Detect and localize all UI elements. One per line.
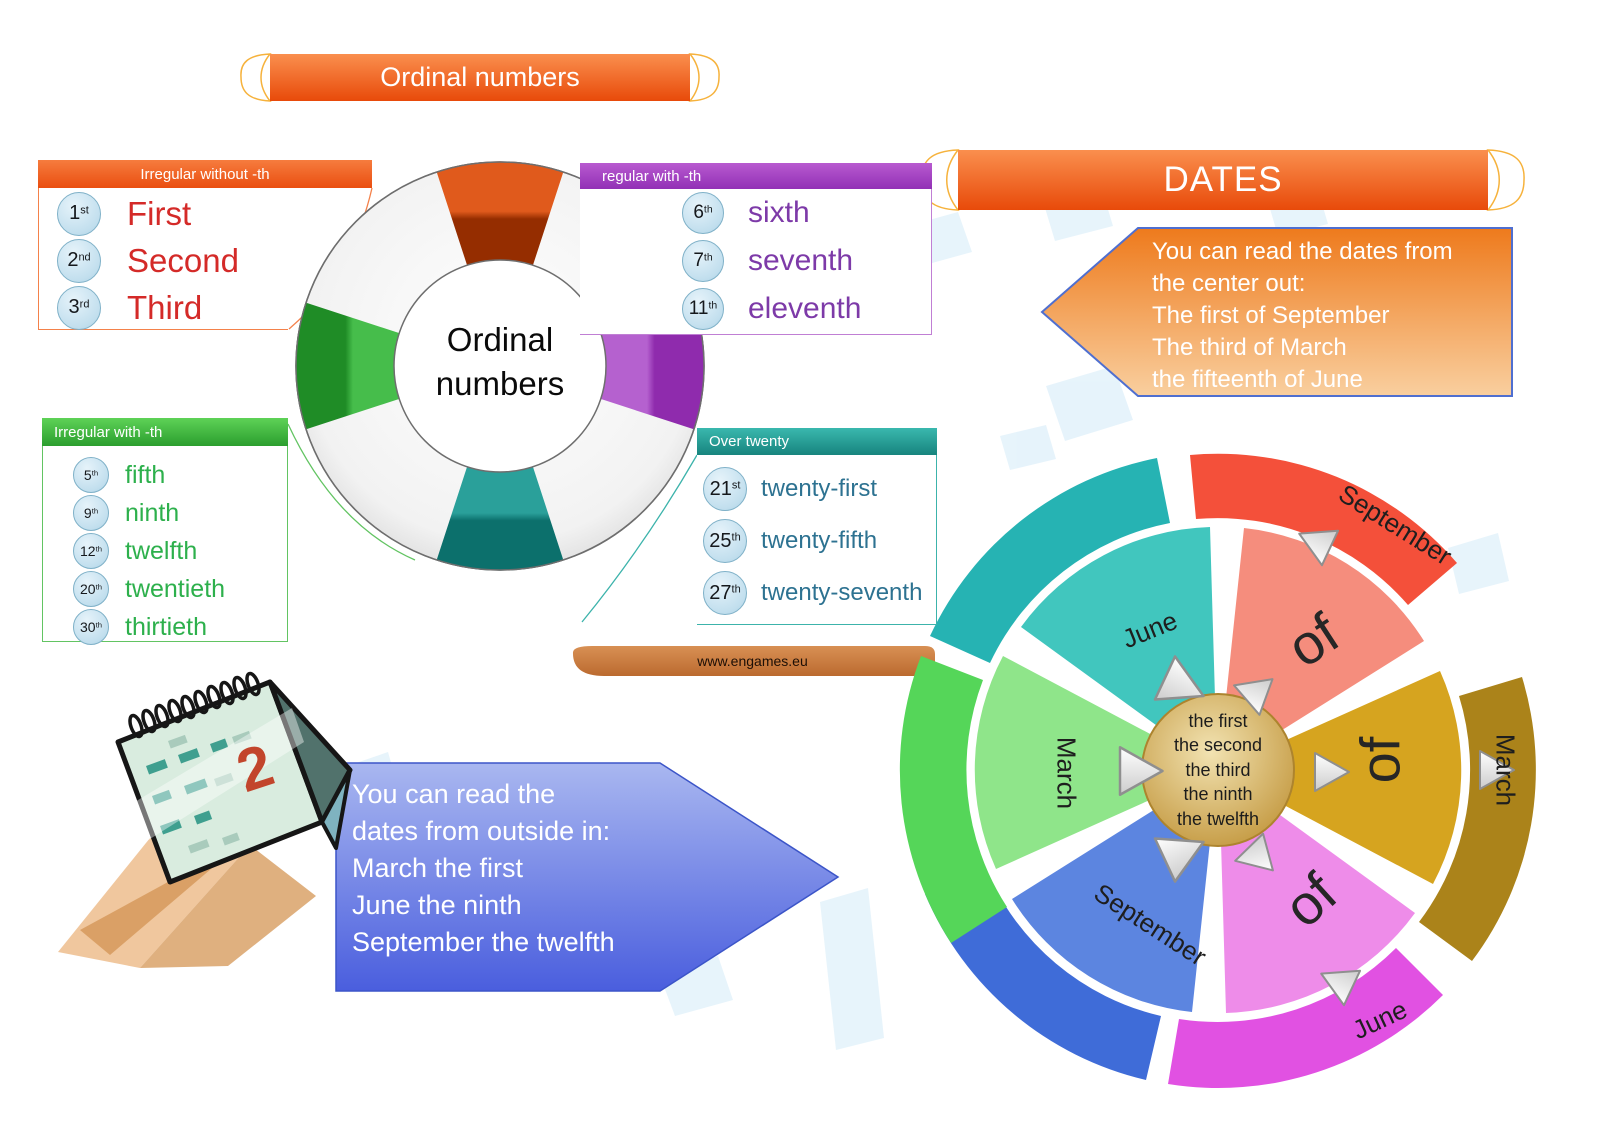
wheel-center-text: the first the second the third the ninth… [1173, 710, 1263, 829]
petal-band-top-right [1190, 453, 1457, 605]
petal-band-top-left [930, 458, 1170, 663]
box-over-twenty-header: Over twenty [697, 428, 937, 455]
dates-wheel [899, 453, 1536, 1089]
ordinal-word: Second [127, 241, 239, 279]
lifebuoy-title: Ordinal numbers [435, 321, 565, 402]
box-irregular-with-th-header: Irregular with -th [42, 418, 288, 446]
box-regular-with-th-header: regular with -th [580, 163, 932, 189]
ordinal-word: twelfth [125, 536, 198, 565]
website-bar [572, 646, 935, 676]
ordinal-word: twenty-seventh [761, 579, 923, 606]
callout-center-out: You can read the dates from the center o… [1152, 238, 1453, 393]
petal-right [1282, 671, 1462, 884]
callout-outside-in: You can read the dates from outside in: … [352, 779, 615, 957]
callout-arrow-center-out [1040, 227, 1513, 397]
wheel-month-march-left: March [1051, 736, 1082, 810]
banner-dates: DATES [1163, 160, 1283, 199]
ribbon-ordinal-numbers [240, 53, 720, 102]
petal-band-right [1419, 677, 1536, 961]
petal-top-right [1226, 528, 1424, 732]
petal-left [974, 656, 1154, 869]
ordinal-word: twentieth [125, 574, 226, 603]
ordinal-word: eleventh [748, 292, 862, 325]
background-decor-shapes [330, 183, 1509, 1050]
ordinal-word: twenty-first [761, 475, 878, 502]
calendar-spiral [128, 671, 261, 739]
website-label: www.engames.eu [697, 653, 808, 669]
ordinal-word: fifth [125, 460, 166, 489]
ordinal-word: First [127, 194, 192, 232]
callout-arrow-outside-in [335, 762, 840, 992]
ordinal-word: twenty-fifth [761, 527, 878, 554]
calendar-icon [58, 671, 353, 968]
wheel-month-march-right: March [1490, 733, 1521, 807]
ordinal-word: Third [127, 288, 203, 326]
ordinal-word: ninth [125, 498, 180, 527]
box-irregular-without-th-header: Irregular without -th [38, 160, 372, 188]
petal-band-bottom-right [1168, 948, 1443, 1089]
ordinal-word: sixth [748, 196, 810, 229]
wheel-of-right: of [1348, 736, 1412, 784]
ordinal-word: thirtieth [125, 612, 207, 641]
banner-ordinal-numbers: Ordinal numbers [380, 62, 580, 92]
ribbon-dates [921, 149, 1525, 211]
petal-band-left [899, 656, 1007, 943]
petal-bottom-left [1012, 808, 1210, 1012]
ordinal-word: seventh [748, 244, 854, 277]
